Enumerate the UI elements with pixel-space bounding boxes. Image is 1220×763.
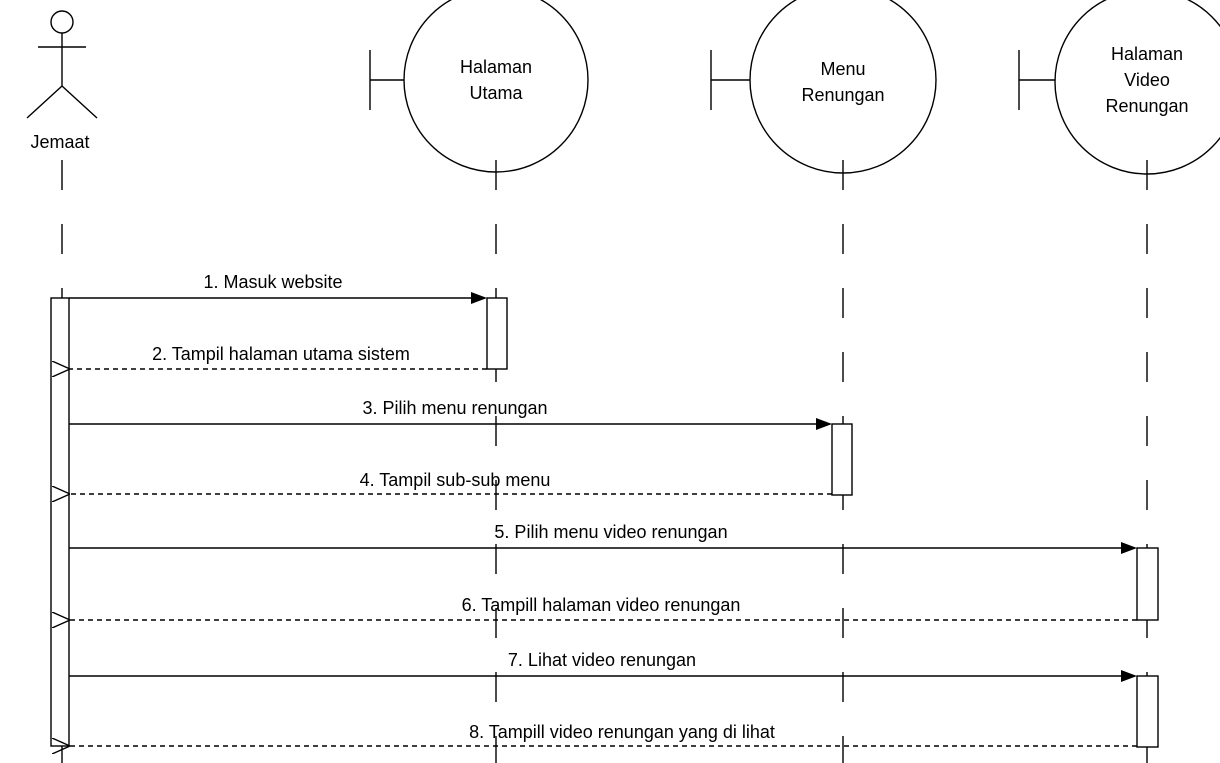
message-4: 4. Tampil sub-sub menu <box>70 470 832 494</box>
message-6: 6. Tampill halaman video renungan <box>70 595 1137 620</box>
message-3: 3. Pilih menu renungan <box>69 398 832 430</box>
boundary-label-line-2: Video <box>1124 70 1170 90</box>
boundary-label-line-2: Renungan <box>801 85 884 105</box>
message-label: 1. Masuk website <box>203 272 342 292</box>
boundary-halaman-video-renungan: Halaman Video Renungan <box>1018 0 1220 175</box>
activation-video-1 <box>1136 547 1159 621</box>
message-label: 3. Pilih menu renungan <box>362 398 547 418</box>
message-label: 4. Tampil sub-sub menu <box>360 470 551 490</box>
message-label: 7. Lihat video renungan <box>508 650 696 670</box>
message-label: 5. Pilih menu video renungan <box>494 522 727 542</box>
boundary-halaman-utama: Halaman Utama <box>369 0 589 173</box>
message-5: 5. Pilih menu video renungan <box>69 522 1137 554</box>
actor-head <box>50 10 74 34</box>
activation-video-2 <box>1136 675 1159 748</box>
message-7: 7. Lihat video renungan <box>69 650 1137 682</box>
boundary-label-line-1: Halaman <box>460 57 532 77</box>
actor-left-leg <box>26 85 63 119</box>
boundary-label-line-1: Halaman <box>1111 44 1183 64</box>
boundary-label-line-2: Utama <box>469 83 523 103</box>
actor-jemaat: Jemaat <box>26 10 98 152</box>
activation-jemaat <box>50 297 70 747</box>
message-label: 8. Tampill video renungan yang di lihat <box>469 722 775 742</box>
message-label: 6. Tampill halaman video renungan <box>462 595 741 615</box>
message-label: 2. Tampil halaman utama sistem <box>152 344 410 364</box>
actor-label: Jemaat <box>30 132 89 152</box>
activation-menu-renungan <box>831 423 853 496</box>
actor-right-leg <box>61 85 98 119</box>
boundary-label-line-3: Renungan <box>1105 96 1188 116</box>
message-8: 8. Tampill video renungan yang di lihat <box>70 722 1137 746</box>
message-1: 1. Masuk website <box>69 272 487 304</box>
activation-halaman-utama <box>486 297 508 370</box>
message-2: 2. Tampil halaman utama sistem <box>70 344 487 369</box>
boundary-label-line-1: Menu <box>820 59 865 79</box>
boundary-menu-renungan: Menu Renungan <box>710 0 937 174</box>
